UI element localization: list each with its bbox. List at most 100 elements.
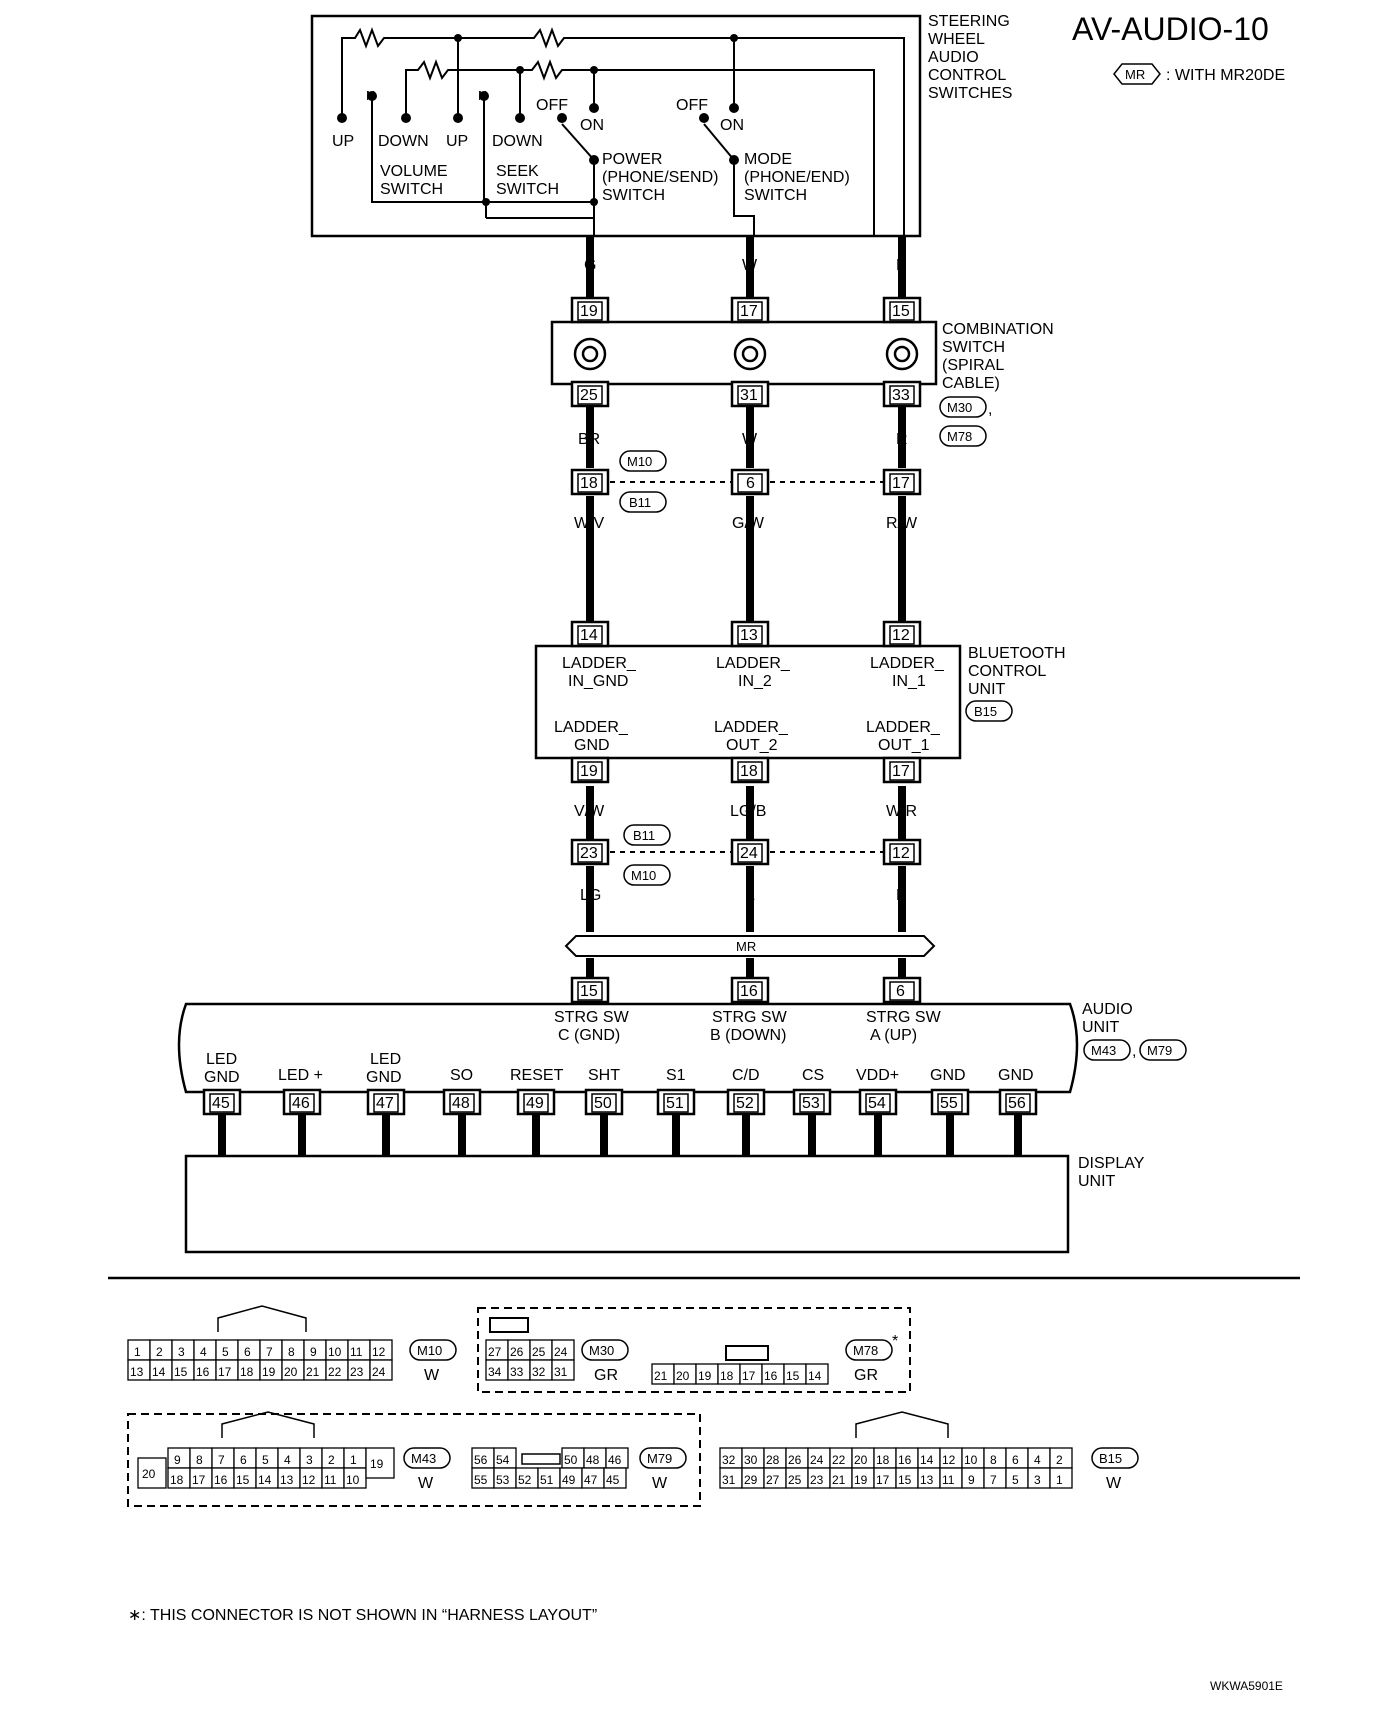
terminal-cell — [137, 1457, 167, 1489]
terminal-number: 9 — [174, 1453, 181, 1467]
terminal-number: 14 — [808, 1369, 822, 1383]
j2-pin-23: 23 — [580, 845, 598, 862]
steering-name-5: SWITCHES — [928, 85, 1012, 102]
connector-lock — [521, 1453, 561, 1465]
mr-bar-label: MR — [736, 939, 756, 954]
legend-tag: MR — [1125, 67, 1145, 82]
connector-tag — [403, 1447, 451, 1469]
terminal-number: 6 — [240, 1453, 247, 1467]
terminal-number: 10 — [964, 1453, 978, 1467]
terminal-number: 10 — [346, 1473, 360, 1487]
n-label-1: N — [366, 88, 375, 103]
connector-tag — [639, 1447, 687, 1469]
terminal-number: 14 — [258, 1473, 272, 1487]
audio-bot-label-47a: LED — [370, 1051, 401, 1068]
terminal-number: 13 — [920, 1473, 934, 1487]
combination-switch: 19 17 15 25 31 33 COMBINATION SWITCH (SP… — [550, 296, 1054, 447]
audio-bottom-pin: 47 — [376, 1095, 394, 1112]
comb-name-4: CABLE) — [942, 375, 1000, 392]
terminal-number: 20 — [854, 1453, 868, 1467]
display-unit: DISPLAY UNIT — [184, 1154, 1145, 1254]
bt-name-3: UNIT — [968, 681, 1006, 698]
terminal-number: 5 — [222, 1345, 229, 1359]
terminal-number: 34 — [488, 1365, 502, 1379]
bt-conn-b15: B15 — [974, 704, 997, 719]
connector-color: GR — [594, 1367, 618, 1384]
wire-color-br: BR — [578, 431, 600, 448]
group-box — [477, 1307, 911, 1393]
terminal-number: 31 — [554, 1365, 568, 1379]
connector-tag-text: M78 — [853, 1343, 878, 1358]
bluetooth-control-unit: 14 13 12 19 18 17 LADDER_ IN_GND LADDER_… — [534, 620, 1066, 784]
junction-b11-m10: 23 24 12 B11 M10 — [570, 824, 922, 886]
terminal-number: 3 — [178, 1345, 185, 1359]
bt-pin-14: 14 — [580, 627, 598, 644]
audio-top-label-3b: A (UP) — [870, 1027, 917, 1044]
terminal-number: 53 — [496, 1473, 510, 1487]
j1-pin-17: 17 — [892, 475, 910, 492]
j2-pin-12: 12 — [892, 845, 910, 862]
wire-color-l2: L — [746, 887, 755, 904]
bt-pin-19: 19 — [580, 763, 598, 780]
terminal-number: 24 — [372, 1365, 386, 1379]
connector-tag-text: M79 — [647, 1451, 672, 1466]
comb-pin-31: 31 — [740, 387, 758, 404]
comb-pin-17: 17 — [740, 303, 758, 320]
terminal-number: 8 — [288, 1345, 295, 1359]
bt-pin-18: 18 — [740, 763, 758, 780]
terminal-number: 15 — [174, 1365, 188, 1379]
bt-out-label-1a: LADDER_ — [554, 719, 629, 736]
seek-switch-label-1: SEEK — [496, 163, 539, 180]
wire-color-l: L — [896, 257, 905, 274]
terminal-number: 24 — [810, 1453, 824, 1467]
audio-bot-label-56: GND — [998, 1067, 1034, 1084]
terminal-number: 2 — [156, 1345, 163, 1359]
power-switch-label-3: SWITCH — [602, 187, 665, 204]
terminal-number: 11 — [324, 1473, 337, 1487]
connector-lock — [217, 1305, 307, 1332]
terminal-number: 27 — [766, 1473, 780, 1487]
terminal-number: 5 — [262, 1453, 269, 1467]
terminal-number: 18 — [240, 1365, 254, 1379]
terminal-number: 17 — [742, 1369, 756, 1383]
terminal-number: 2 — [328, 1453, 335, 1467]
terminal-number: 25 — [532, 1345, 546, 1359]
terminal-number: 7 — [266, 1345, 273, 1359]
audio-conn-m79: M79 — [1147, 1043, 1172, 1058]
bt-pin-12: 12 — [892, 627, 910, 644]
mode-switch-label-2: (PHONE/END) — [744, 169, 850, 186]
audio-bottom-pin: 45 — [212, 1095, 230, 1112]
terminal-number: 32 — [722, 1453, 736, 1467]
power-switch-label-2: (PHONE/SEND) — [602, 169, 718, 186]
connector-color: W — [1106, 1475, 1122, 1492]
terminal-number: 23 — [350, 1365, 364, 1379]
wire-color-w2: W — [742, 431, 758, 448]
terminal-number: 16 — [898, 1453, 912, 1467]
audio-bottom-pin: 53 — [802, 1095, 820, 1112]
footnote: ∗: THIS CONNECTOR IS NOT SHOWN IN “HARNE… — [128, 1607, 597, 1624]
bt-pin-13: 13 — [740, 627, 758, 644]
diagram-code: WKWA5901E — [1210, 1679, 1283, 1693]
terminal-number: 17 — [192, 1473, 206, 1487]
terminal-number: 48 — [586, 1453, 600, 1467]
audio-top-label-1a: STRG SW — [554, 1009, 630, 1026]
bt-name-1: BLUETOOTH — [968, 645, 1066, 662]
terminal-number: 12 — [302, 1473, 316, 1487]
terminal-number: 19 — [698, 1369, 712, 1383]
audio-bottom-pin: 50 — [594, 1095, 612, 1112]
j1-tag-b11: B11 — [629, 495, 651, 510]
terminal-number: 19 — [854, 1473, 868, 1487]
terminal-number: 20 — [284, 1365, 298, 1379]
j1-pin-18: 18 — [580, 475, 598, 492]
connector-lock — [489, 1317, 529, 1333]
connector-tag-text: M30 — [589, 1343, 614, 1358]
connector-tag-text: B15 — [1099, 1451, 1122, 1466]
comb-name-1: COMBINATION — [942, 321, 1054, 338]
bt-out-label-1b: GND — [574, 737, 610, 754]
j2-tag-m10: M10 — [631, 868, 656, 883]
audio-bot-label-53: CS — [802, 1067, 824, 1084]
legend: MR : WITH MR20DE — [1113, 63, 1285, 85]
terminal-number: 4 — [1034, 1453, 1041, 1467]
connector-lock — [221, 1411, 315, 1438]
wire-color-wv: W/V — [574, 515, 605, 532]
